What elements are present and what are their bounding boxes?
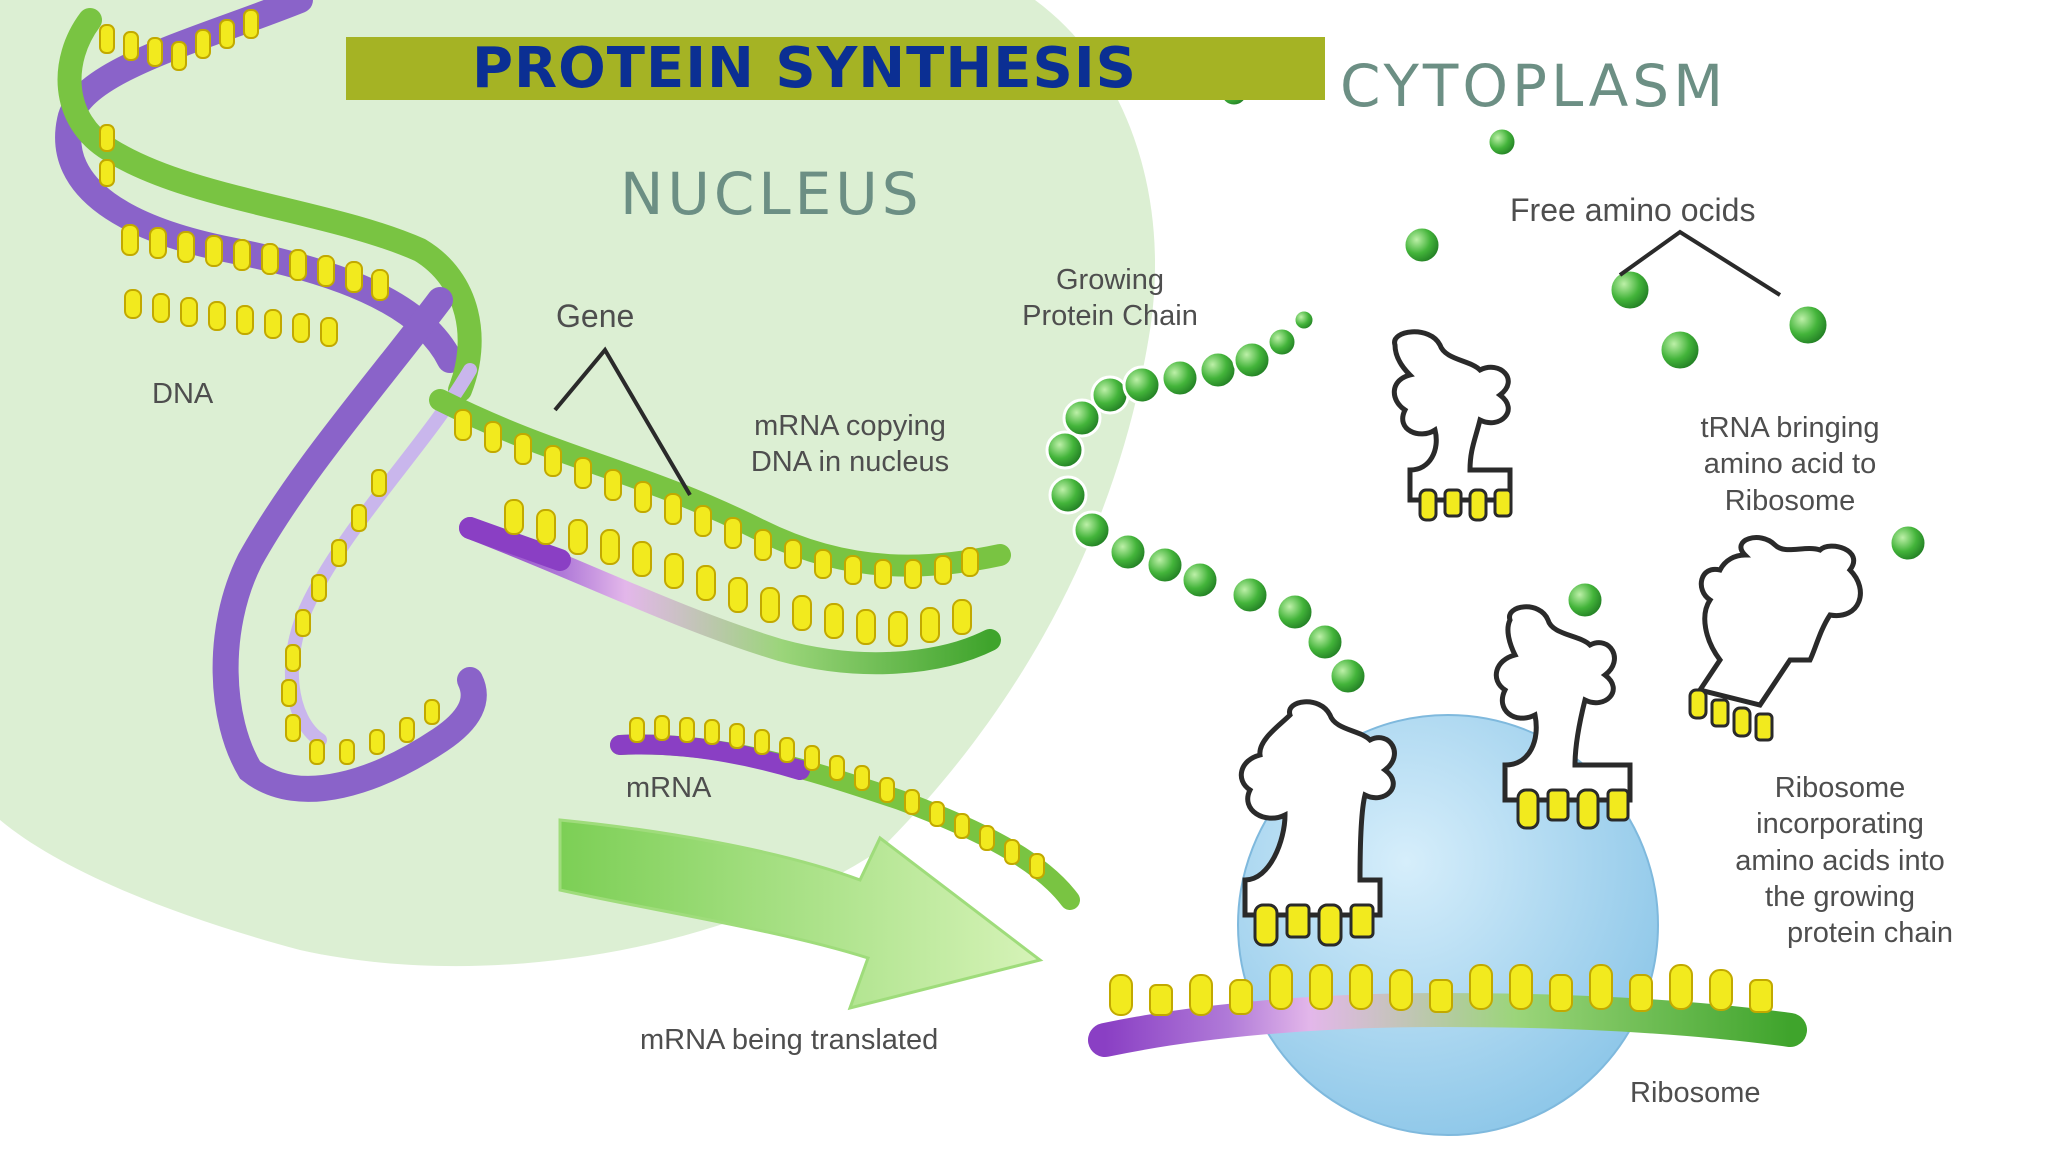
label-ribosome-incorporating-line5: protein chain	[1786, 917, 1954, 949]
mrna-strand	[610, 715, 1080, 910]
label-gene: Gene	[556, 298, 635, 334]
trna-icon	[1238, 699, 1397, 947]
trna-icon	[1688, 535, 1863, 742]
label-mrna: mRNA	[626, 772, 712, 804]
trna-icon	[1391, 329, 1513, 522]
label-mrna-copying: mRNA copying DNA in nucleus	[700, 408, 1000, 481]
label-ribosome-incorporating: Ribosome incorporating amino acids into …	[1690, 770, 1990, 951]
label-free-amino-acids: Free amino ocids	[1510, 192, 1756, 228]
label-trna-bringing: tRNA bringing amino acid to Ribosome	[1640, 410, 1940, 519]
label-ribosome: Ribosome	[1630, 1077, 1761, 1109]
label-growing-chain-line1: Growing	[1056, 264, 1164, 296]
label-mrna-copying-line1: mRNA copying	[754, 410, 946, 442]
title-banner: PROTEIN SYNTHESIS	[346, 37, 1325, 100]
trna-icon	[1493, 604, 1633, 830]
label-nucleus: NUCLEUS	[620, 160, 923, 228]
label-mrna-copying-line2: DNA in nucleus	[750, 446, 950, 479]
free-amino-acids	[1218, 76, 1928, 620]
label-ribosome-incorporating-line3: amino acids into	[1735, 844, 1945, 877]
arrow-icon	[558, 818, 1044, 1011]
label-trna-bringing-line2: amino acid to	[1703, 448, 1877, 481]
page-title: PROTEIN SYNTHESIS	[472, 35, 1137, 101]
dna-helix	[55, 0, 487, 802]
label-growing-chain: Growing Protein Chain	[960, 262, 1260, 335]
label-cytoplasm: CYTOPLASM	[1340, 52, 1728, 120]
leader-lines	[553, 229, 1782, 497]
label-trna-bringing-line1: tRNA bringing	[1700, 412, 1880, 444]
growing-protein-chain	[1045, 308, 1368, 696]
mrna-being-translated	[1088, 964, 1807, 1057]
label-ribosome-incorporating-line4: the growing	[1765, 880, 1915, 913]
label-trna-bringing-line3: Ribosome	[1724, 484, 1856, 517]
label-ribosome-incorporating-line1: Ribosome	[1774, 772, 1906, 804]
label-ribosome-incorporating-line2: incorporating	[1756, 808, 1924, 841]
label-growing-chain-line2: Protein Chain	[1022, 300, 1198, 333]
gene-transcription	[429, 389, 1011, 675]
label-dna: DNA	[152, 378, 214, 410]
label-mrna-translated: mRNA being translated	[640, 1024, 939, 1056]
